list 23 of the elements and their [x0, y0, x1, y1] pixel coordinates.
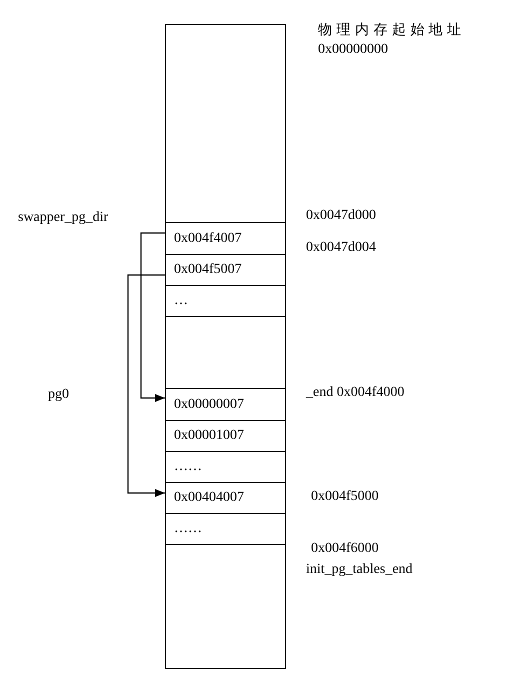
symbol-label: pg0	[48, 387, 69, 403]
memory-cell: ……	[165, 513, 286, 545]
address-label: 0x004f6000	[311, 541, 379, 557]
memory-cell	[165, 24, 286, 223]
address-label: 0x004f5000	[311, 489, 379, 505]
address-label: 0x0047d000	[306, 208, 376, 224]
memory-cell: 0x004f4007	[165, 222, 286, 255]
memory-cell: …	[165, 285, 286, 317]
address-label: 0x0047d004	[306, 240, 376, 256]
memory-cell: 0x00001007	[165, 420, 286, 452]
column-heading: 物 理 内 存 起 始 地 址	[318, 22, 462, 38]
symbol-label: swapper_pg_dir	[18, 210, 108, 226]
memory-cell	[165, 544, 286, 669]
memory-cell: 0x004f5007	[165, 254, 286, 286]
address-label: _end 0x004f4000	[306, 385, 404, 401]
memory-cell: 0x00404007	[165, 482, 286, 514]
address-label: 0x00000000	[318, 42, 388, 58]
arrow	[140, 232, 165, 402]
memory-cell	[165, 316, 286, 389]
memory-cell: 0x00000007	[165, 388, 286, 421]
memory-cell: ……	[165, 451, 286, 483]
arrow	[127, 274, 165, 497]
symbol-label: init_pg_tables_end	[306, 562, 413, 578]
